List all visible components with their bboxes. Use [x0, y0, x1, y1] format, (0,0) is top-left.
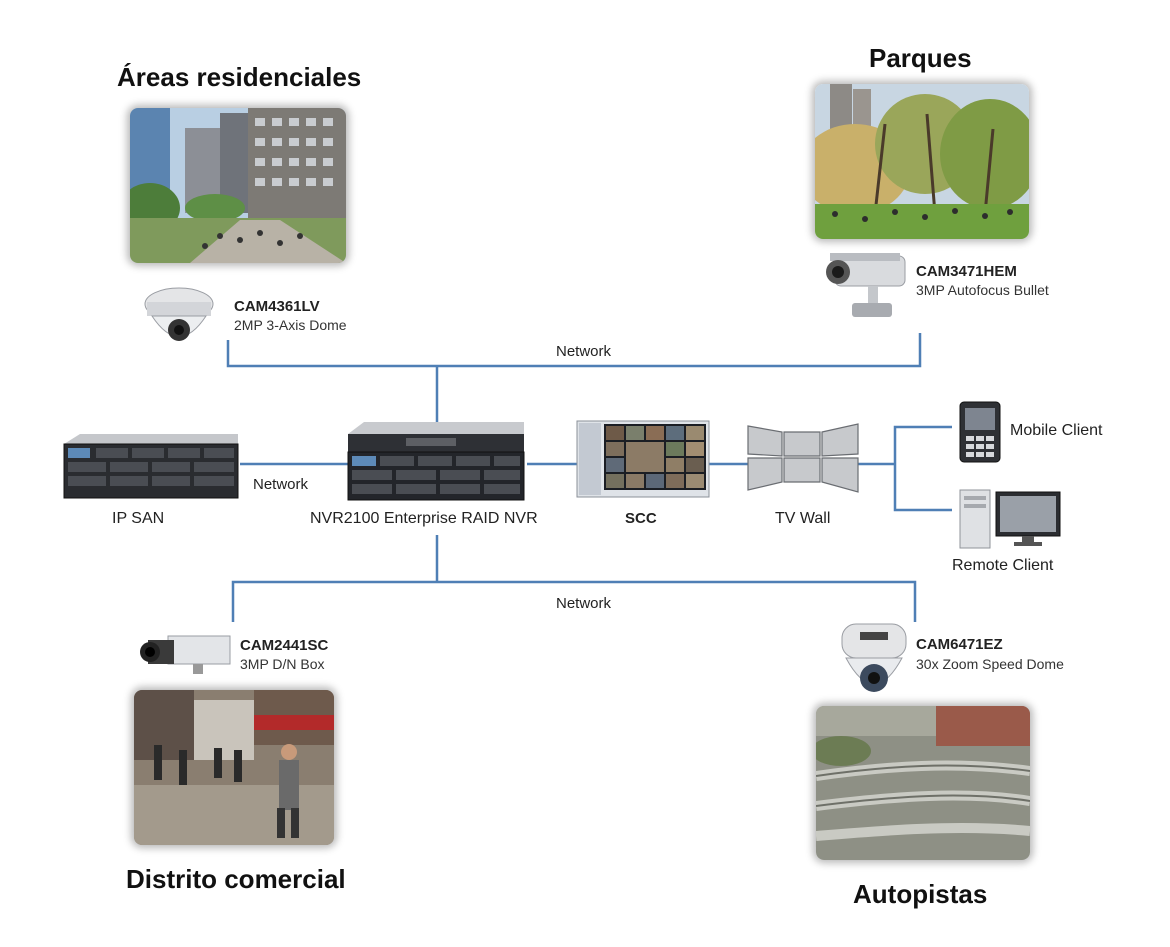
- commercial-photo: [134, 690, 334, 845]
- camera-model-cam6471ez: CAM6471EZ: [916, 636, 1003, 653]
- desktop-computer-icon: [958, 488, 1062, 550]
- network-label-top: Network: [556, 343, 612, 360]
- dome-camera-icon: [142, 282, 217, 352]
- camera-model-cam2441sc: CAM2441SC: [240, 637, 329, 654]
- network-label-bottom: Network: [556, 595, 612, 612]
- mobile-client-label: Mobile Client: [1010, 422, 1103, 439]
- camera-desc-cam3471hem: 3MP Autofocus Bullet: [916, 282, 1049, 298]
- residential-photo: [130, 108, 346, 263]
- parks-photo: [815, 84, 1029, 239]
- speed-dome-camera-icon: [834, 620, 914, 700]
- nvr-label: NVR2100 Enterprise RAID NVR: [310, 510, 538, 527]
- highways-photo: [816, 706, 1030, 860]
- ip-san-label: IP SAN: [112, 510, 165, 527]
- scc-label: SCC: [625, 510, 657, 527]
- tv-wall-label: TV Wall: [775, 510, 831, 527]
- camera-desc-cam4361lv: 2MP 3-Axis Dome: [234, 317, 347, 333]
- tv-wall-icon: [746, 420, 860, 496]
- heading-residential: Áreas residenciales: [117, 62, 362, 92]
- camera-desc-cam2441sc: 3MP D/N Box: [240, 656, 325, 672]
- camera-model-cam4361lv: CAM4361LV: [234, 298, 320, 315]
- box-camera-icon: [138, 630, 234, 676]
- heading-parks: Parques: [869, 43, 972, 73]
- ip-san-device: [60, 432, 242, 500]
- camera-model-cam3471hem: CAM3471HEM: [916, 263, 1017, 280]
- network-label-middle: Network: [253, 476, 309, 493]
- remote-client-label: Remote Client: [952, 557, 1054, 574]
- scc-screen-icon: [576, 420, 710, 498]
- mobile-phone-icon: [958, 400, 1002, 464]
- heading-commercial: Distrito comercial: [126, 864, 346, 894]
- bullet-camera-icon: [820, 248, 910, 323]
- heading-highways: Autopistas: [853, 879, 988, 909]
- camera-desc-cam6471ez: 30x Zoom Speed Dome: [916, 656, 1064, 672]
- nvr-device: [346, 420, 528, 502]
